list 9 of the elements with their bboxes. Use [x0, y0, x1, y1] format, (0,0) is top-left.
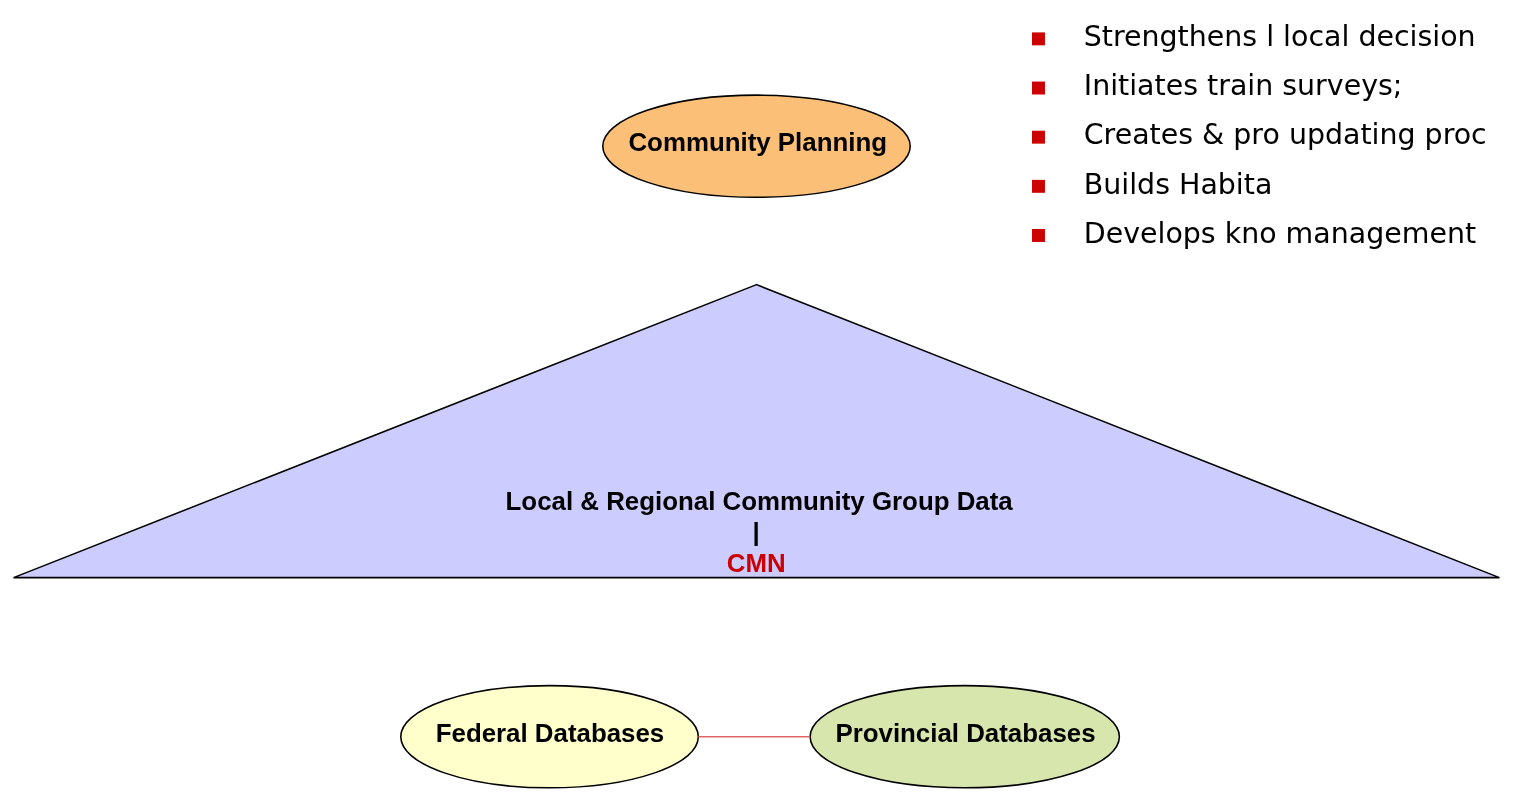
node-ellipse: Federal Databases	[400, 684, 700, 789]
connector	[697, 736, 811, 738]
label: Initiates train surveys;	[1083, 69, 1403, 103]
node-ellipse: Community Planning	[602, 94, 911, 199]
label: Strengthens l local decision	[1083, 20, 1476, 54]
label: Creates & pro updating proc	[1083, 118, 1487, 152]
node-ellipse: Provincial Databases	[809, 684, 1121, 789]
label: Develops kno management	[1083, 216, 1477, 250]
label: Builds Habita	[1083, 167, 1273, 201]
